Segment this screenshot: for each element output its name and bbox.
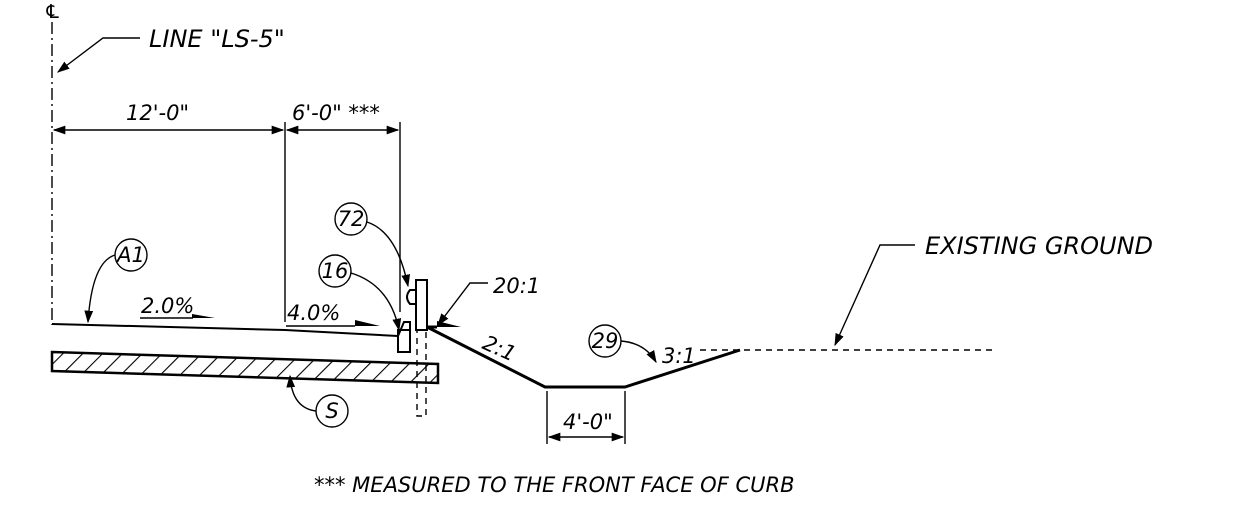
callout-29: 29 bbox=[588, 324, 657, 364]
callout-72-leader bbox=[366, 221, 411, 288]
existing-ground-label: EXISTING GROUND bbox=[925, 232, 1153, 260]
callout-s-leader bbox=[286, 374, 317, 412]
pavement-surface bbox=[51, 323, 399, 337]
line-label: LINE "LS-5" bbox=[149, 25, 285, 53]
shoulder-slope-arrow bbox=[355, 320, 380, 326]
callout-16: 16 bbox=[318, 254, 402, 332]
guardrail-post bbox=[415, 279, 428, 331]
callout-a1-label: A1 bbox=[115, 243, 145, 267]
callout-s: S bbox=[286, 374, 349, 428]
callout-29-label: 29 bbox=[592, 329, 619, 353]
footnote: *** MEASURED TO THE FRONT FACE OF CURB bbox=[314, 473, 794, 497]
guardrail-block bbox=[406, 289, 417, 305]
gutter-slope-leader bbox=[437, 282, 488, 327]
callout-16-label: 16 bbox=[322, 259, 349, 283]
shoulder-slope-label: 4.0% bbox=[287, 301, 340, 325]
gutter-slope-label: 20:1 bbox=[493, 274, 540, 298]
shoulder-width-dimension: 6'-0" *** bbox=[292, 101, 380, 125]
callout-16-leader bbox=[350, 272, 402, 332]
callout-a1-leader bbox=[84, 254, 116, 324]
lane-slope-arrow bbox=[192, 314, 215, 318]
lane-slope-label: 2.0% bbox=[141, 294, 194, 318]
foreslope-label: 2:1 bbox=[479, 331, 520, 367]
callout-a1: A1 bbox=[84, 238, 148, 324]
ditch-bottom-dimension: 4'-0" bbox=[563, 410, 613, 434]
base-course-layer bbox=[50, 350, 440, 385]
curb-body bbox=[397, 329, 411, 353]
callout-72-label: 72 bbox=[338, 207, 365, 231]
ditch-profile bbox=[426, 325, 741, 389]
gutter-slope-arrow bbox=[437, 321, 461, 327]
lane-width-dimension: 12'-0" bbox=[126, 101, 189, 125]
callout-72: 72 bbox=[334, 202, 411, 288]
callout-29-leader bbox=[620, 340, 657, 364]
centerline-symbol: ℄ bbox=[44, 1, 61, 23]
existing-ground-leader bbox=[834, 244, 915, 347]
callout-s-label: S bbox=[325, 399, 338, 423]
backslope-label: 3:1 bbox=[662, 344, 696, 368]
line-label-leader bbox=[56, 37, 140, 73]
